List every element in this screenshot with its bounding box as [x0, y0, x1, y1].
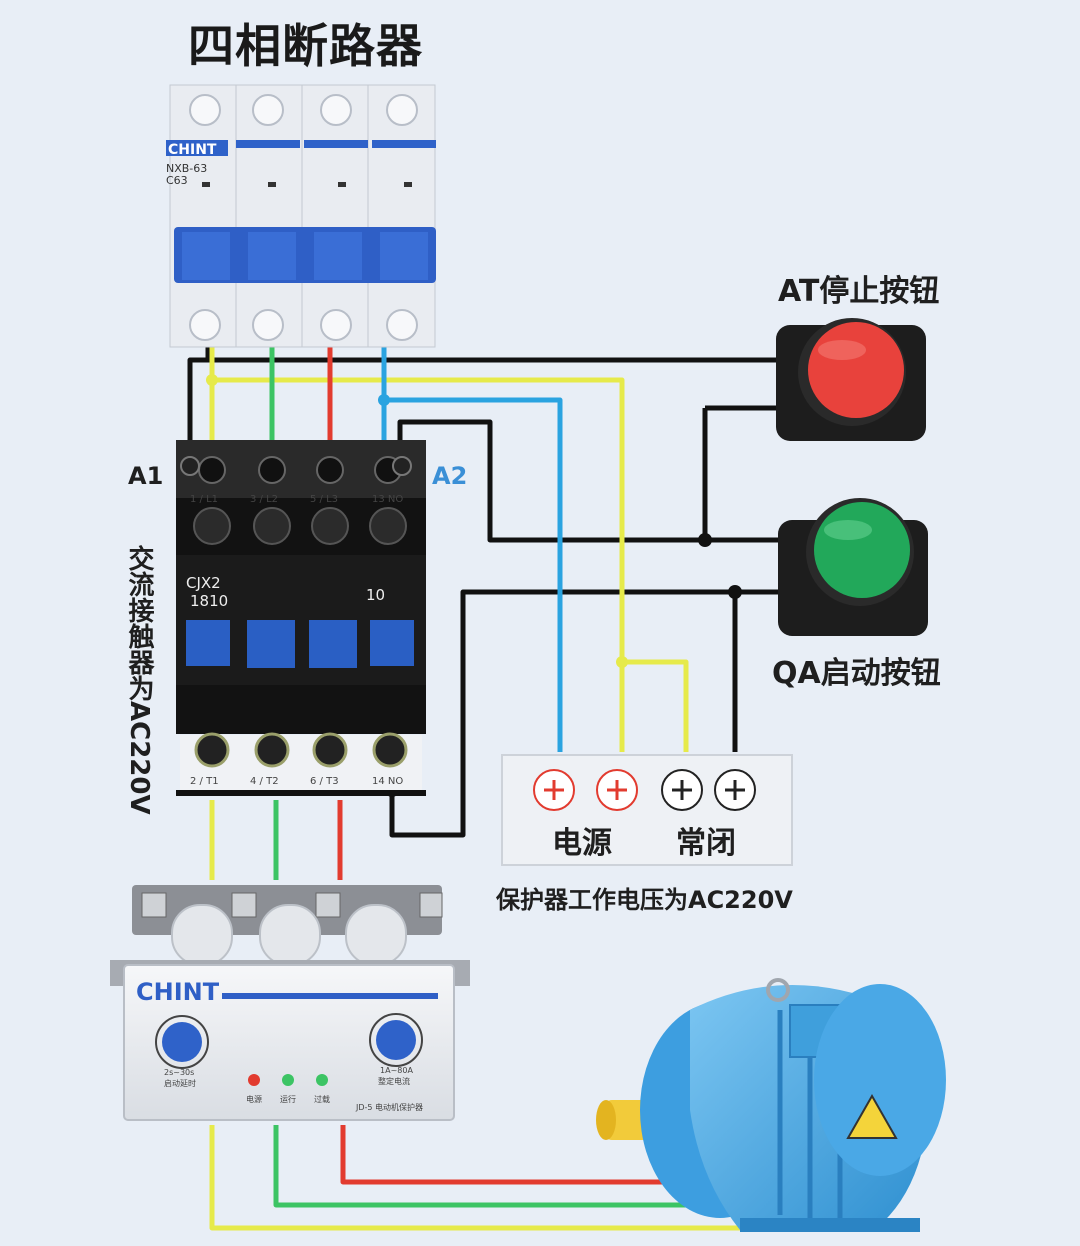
wire-black-a2: [397, 419, 780, 543]
delay-knob: [162, 1022, 202, 1062]
current-range: 1A~80A: [380, 1066, 413, 1075]
breaker-model: NXB-63: [166, 162, 207, 175]
wire-yellow-out: [209, 1125, 745, 1231]
top-terminal-4: 13 NO: [372, 494, 403, 505]
coil-a2-label: A2: [432, 462, 468, 490]
led-power-label: 电源: [246, 1094, 262, 1104]
coil-a1-label: A1: [128, 462, 164, 490]
coil-terminals: [180, 456, 412, 476]
electric-motor: [596, 978, 946, 1232]
nc-terminal-label: 常闭: [676, 826, 736, 861]
breaker-brand: CHINT: [168, 142, 217, 158]
delay-label: 启动延时: [164, 1078, 196, 1088]
bottom-terminal-4: 14 NO: [372, 776, 403, 787]
four-pole-breaker: CHINT NXB-63 C63: [166, 84, 436, 348]
led-overload: [316, 1074, 328, 1086]
contactor-model-2: 1810: [190, 592, 228, 610]
wire-yellow-nc: [622, 659, 689, 752]
start-button-cap: [814, 502, 910, 598]
led-run: [282, 1074, 294, 1086]
led-run-label: 运行: [280, 1094, 296, 1104]
wire-red-out: [340, 1125, 700, 1185]
bottom-terminal-1: 2 / T1: [190, 776, 219, 787]
stop-button-cap: [808, 322, 904, 418]
top-terminal-1: 1 / L1: [190, 494, 218, 505]
start-button: [778, 498, 928, 636]
start-button-label: QA启动按钮: [772, 656, 941, 691]
protector-voltage-note: 保护器工作电压为AC220V: [496, 886, 793, 914]
wire-green-out: [273, 1125, 745, 1208]
stop-button-label: AT停止按钮: [778, 274, 940, 309]
led-power: [248, 1074, 260, 1086]
bottom-terminal-2: 4 / T2: [250, 776, 279, 787]
bottom-terminal-3: 6 / T3: [310, 776, 339, 787]
top-terminal-3: 5 / L3: [310, 494, 338, 505]
protector-brand: CHINT: [136, 978, 220, 1006]
current-knob: [376, 1020, 416, 1060]
wire-blue-power: [384, 397, 563, 752]
contactor-model-1: CJX2: [186, 574, 221, 592]
contactor-label: 交流接触器为AC220V: [124, 545, 154, 815]
power-terminal-label: 电源: [552, 826, 612, 861]
wire-yellow-top: [212, 377, 625, 752]
wires: [187, 345, 780, 1231]
ac-contactor: CJX2 1810 10 1 / L1 3 / L2 5 / L3 13 NO …: [176, 440, 426, 796]
top-terminal-2: 3 / L2: [250, 494, 278, 505]
motor-protector: CHINT 2s~30s 启动延时 1A~80A 整定电流 电源 运行 过载 J…: [110, 885, 470, 1121]
protector-model: JD-5 电动机保护器: [355, 1102, 423, 1112]
current-label: 整定电流: [378, 1076, 410, 1086]
protector-terminal-box: [501, 754, 793, 866]
delay-range: 2s~30s: [164, 1068, 194, 1077]
stop-button: [776, 318, 926, 441]
led-overload-label: 过载: [314, 1094, 330, 1104]
contactor-aux: 10: [366, 586, 385, 604]
page-title: 四相断路器: [188, 19, 423, 73]
wire-black-start-out: [389, 589, 780, 838]
breaker-rating: C63: [166, 174, 188, 187]
